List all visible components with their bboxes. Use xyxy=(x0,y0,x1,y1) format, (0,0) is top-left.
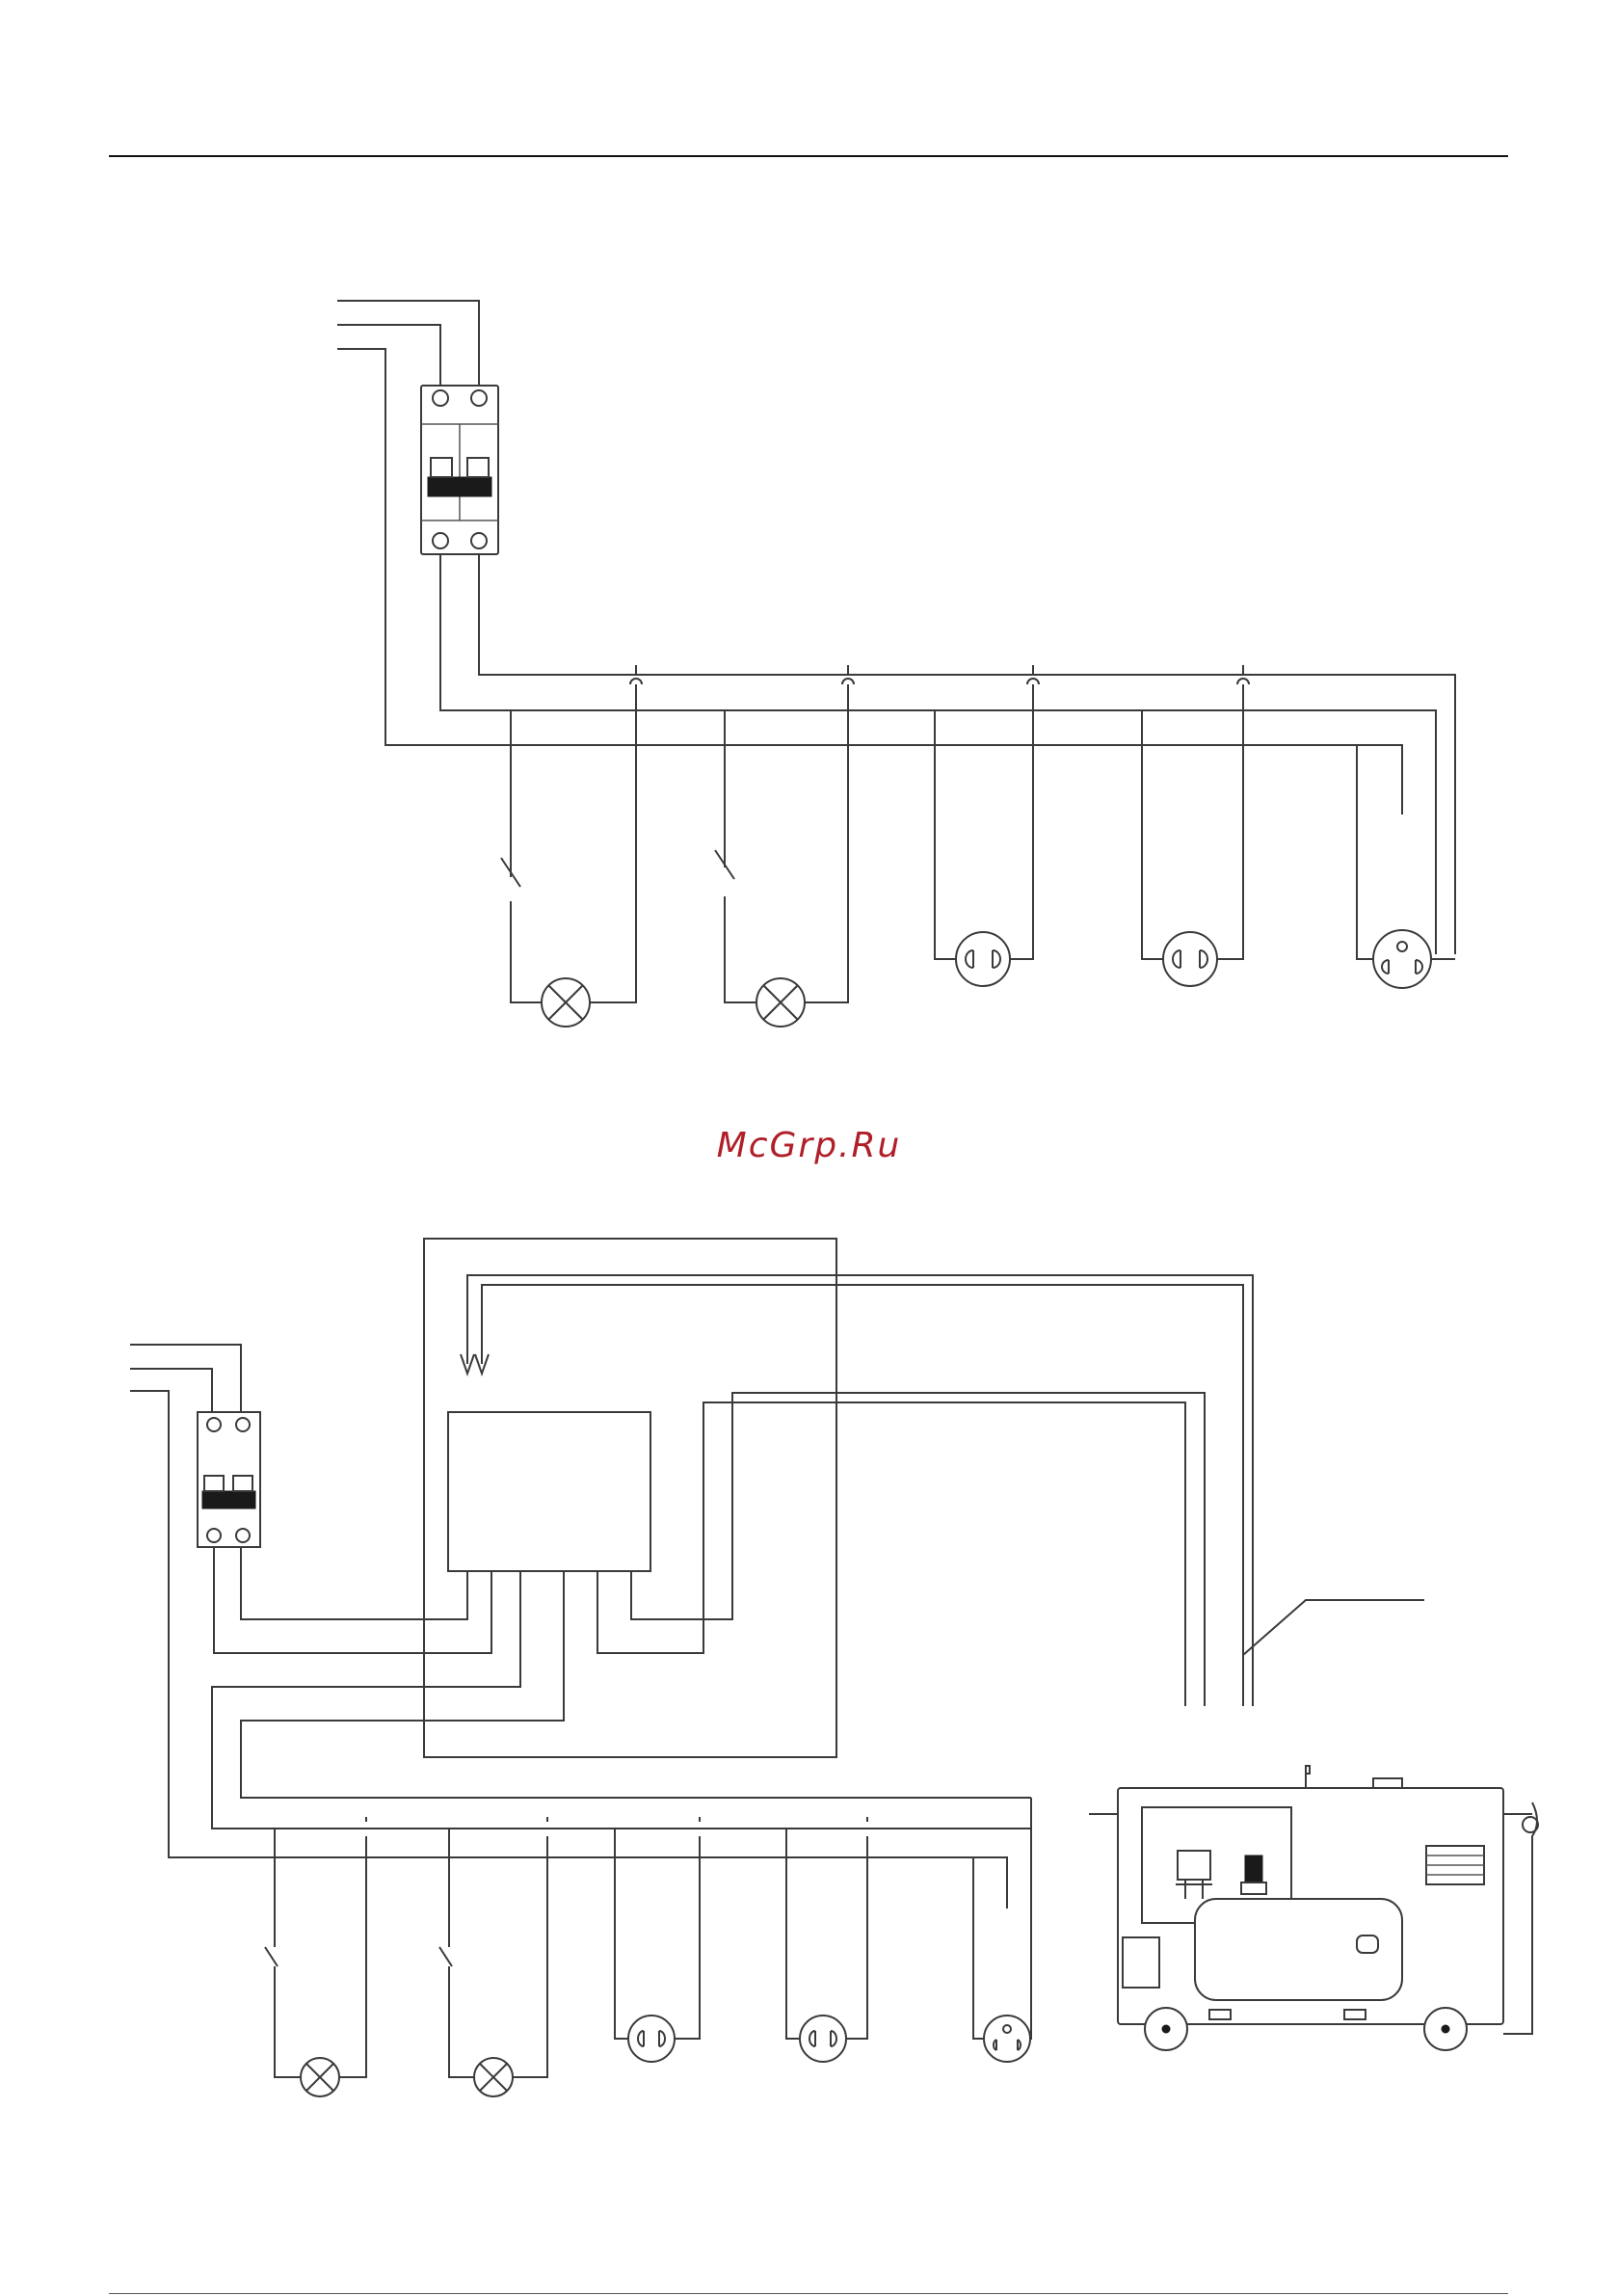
two-pin-socket-2 xyxy=(1163,932,1217,986)
transfer-switch-box xyxy=(448,1412,650,1571)
wiring-diagram-mains xyxy=(0,280,1618,1070)
header-rule xyxy=(109,155,1508,157)
watermark-text: McGrp.Ru xyxy=(0,1126,1618,1165)
arrow-icon xyxy=(461,1354,489,1374)
generator-set xyxy=(1089,1766,1538,2050)
circuit-breaker xyxy=(198,1412,260,1547)
cable-pointer xyxy=(1243,1600,1424,1655)
three-pin-socket xyxy=(984,2016,1030,2062)
bus-lines xyxy=(440,554,1455,954)
lamp-1 xyxy=(542,978,590,1027)
lamp-2 xyxy=(756,978,805,1027)
wiring-diagram-generator xyxy=(0,1219,1618,2125)
footer-rule xyxy=(109,2293,1508,2294)
transfer-wiring xyxy=(212,1393,1205,1829)
two-pin-socket-1 xyxy=(956,932,1010,986)
three-pin-socket xyxy=(1373,930,1431,988)
lamp-1 xyxy=(301,2058,339,2096)
lamp-2 xyxy=(474,2058,513,2096)
connector-icon xyxy=(1241,1855,1266,1894)
two-pin-socket-1 xyxy=(628,2016,675,2062)
circuit-breaker xyxy=(421,386,498,554)
two-pin-socket-2 xyxy=(800,2016,846,2062)
